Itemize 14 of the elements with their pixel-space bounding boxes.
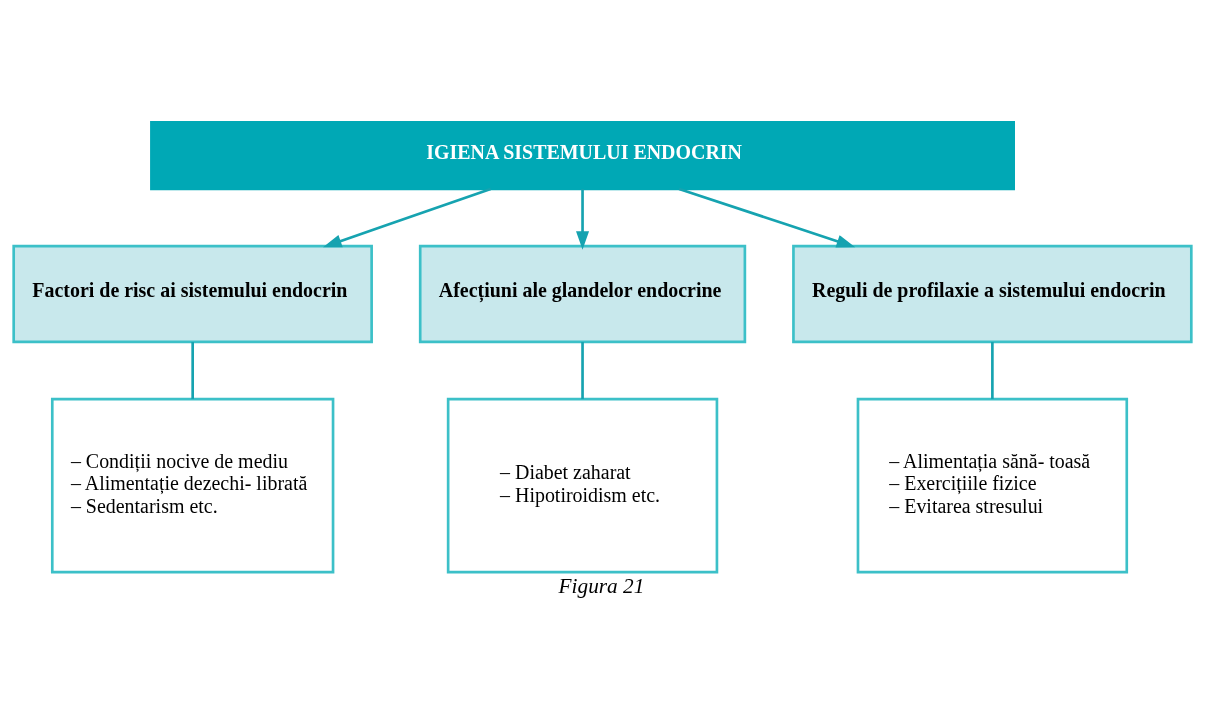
node-box: – Condiții nocive de mediu – Alimentație dezechi- librată – Sedentarism etc. [50, 397, 335, 573]
arrow [678, 187, 856, 248]
connector [191, 341, 194, 399]
connector [991, 341, 994, 399]
arrow [323, 187, 492, 247]
arrow [576, 188, 590, 250]
node-box: IGIENA SISTEMULUI ENDOCRIN [150, 120, 1015, 190]
node-box: Reguli de profilaxie a sistemului endocrin [792, 244, 1193, 343]
node-box: – Diabet zaharat – Hipotiroidism etc. [446, 397, 719, 573]
node-box: – Alimentația sănă- toasă – Exercițiile fizice – Evitarea stresului [856, 397, 1129, 573]
connector [581, 341, 584, 399]
caption: Figura 21 [558, 573, 645, 598]
node-box: Factori de risc ai sistemului endocrin [12, 244, 373, 343]
node-box: Afecțiuni ale glandelor endocrine [418, 244, 747, 343]
